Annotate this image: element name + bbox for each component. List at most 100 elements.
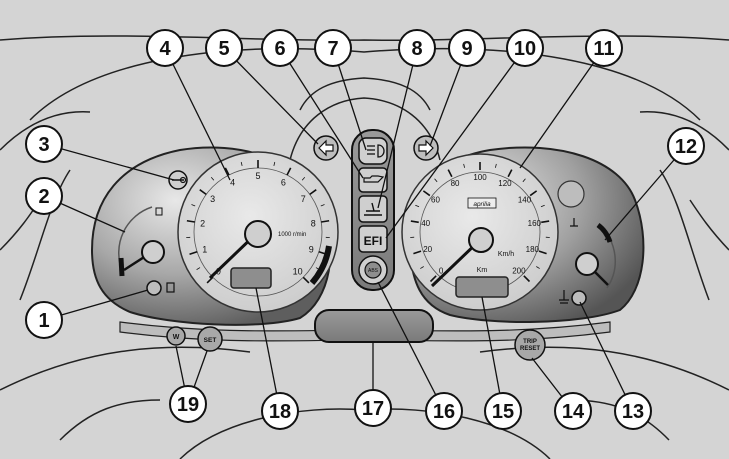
- mode-button[interactable]: W: [166, 326, 186, 346]
- callout-6: 6: [261, 29, 299, 67]
- tach-tick: [186, 219, 195, 223]
- speed-label: 180: [526, 245, 540, 254]
- svg-text:RESET: RESET: [520, 346, 540, 352]
- odometer-lcd: [455, 276, 509, 298]
- tach-hub: [244, 220, 272, 248]
- tach-label: 10: [293, 267, 303, 277]
- speed-label: 80: [451, 179, 460, 188]
- oil-pressure-light: [358, 167, 388, 193]
- callout-16: 16: [425, 392, 463, 430]
- tach-lcd: [230, 267, 272, 289]
- tach-label: 7: [301, 194, 306, 204]
- svg-text:3: 3: [38, 134, 49, 156]
- callout-17: 17: [354, 389, 392, 427]
- speed-tick: [541, 220, 550, 224]
- speed-label: 20: [423, 245, 432, 254]
- coolant-warning-light: [571, 290, 587, 306]
- callout-15: 15: [484, 392, 522, 430]
- fuel-reserve-light: [146, 280, 162, 296]
- speed-label: 100: [473, 173, 487, 182]
- speed-label: 200: [512, 267, 526, 276]
- callout-8: 8: [398, 29, 436, 67]
- speed-label: 120: [498, 179, 512, 188]
- tach-label: 5: [255, 171, 260, 181]
- speed-tick: [507, 169, 513, 178]
- speed-tick: [447, 169, 453, 178]
- callout-9: 9: [448, 29, 486, 67]
- speed-tick: [410, 220, 419, 224]
- svg-text:5: 5: [218, 38, 229, 60]
- tach-label: 1: [202, 244, 207, 254]
- tach-unit: 1000 r/min: [278, 232, 306, 238]
- tach-tick: [302, 276, 310, 284]
- callout-14: 14: [554, 392, 592, 430]
- svg-text:4: 4: [159, 38, 171, 60]
- brand-label: aprilia: [473, 201, 491, 208]
- svg-text:8: 8: [411, 38, 422, 60]
- svg-text:SET: SET: [204, 337, 217, 344]
- brand-badge: [467, 197, 497, 209]
- svg-text:18: 18: [269, 401, 291, 423]
- tach-tick: [273, 161, 276, 166]
- speed-label: 140: [518, 195, 532, 204]
- callout-12: 12: [667, 127, 705, 165]
- speed-tick: [415, 204, 420, 208]
- fuel-icon: [155, 207, 163, 216]
- speed-tick: [463, 163, 465, 168]
- trip-reset-button[interactable]: TRIP RESET: [514, 329, 546, 361]
- tach-tick: [240, 161, 243, 166]
- speed-tick: [429, 275, 437, 283]
- set-button[interactable]: SET: [197, 326, 223, 352]
- indicator-blank: [557, 180, 585, 208]
- svg-text:TRIP: TRIP: [523, 339, 537, 345]
- tach-label: 6: [281, 177, 286, 187]
- svg-text:1: 1: [38, 310, 49, 332]
- tach-tick: [196, 267, 201, 270]
- speed-tick: [420, 266, 424, 269]
- speed-tick: [529, 190, 538, 197]
- tach-tick: [199, 189, 207, 196]
- speed-tick: [434, 178, 438, 183]
- svg-text:14: 14: [562, 401, 585, 423]
- svg-text:6: 6: [274, 38, 285, 60]
- speed-unit: Km/h: [498, 251, 514, 258]
- svg-text:10: 10: [514, 38, 536, 60]
- efi-label: EFI: [364, 234, 383, 248]
- tach-label: 8: [311, 218, 316, 228]
- speed-tick-marks: [410, 162, 550, 283]
- speed-tick: [540, 204, 545, 208]
- tach-tick: [286, 167, 292, 176]
- coolant-icon: [559, 290, 569, 304]
- high-beam-light: [358, 137, 388, 165]
- callout-19: 19: [169, 385, 207, 423]
- callout-7: 7: [314, 29, 352, 67]
- speed-label: 60: [431, 195, 440, 204]
- speed-label: 40: [421, 219, 430, 228]
- speed-tick: [422, 190, 431, 197]
- svg-text:9: 9: [461, 38, 472, 60]
- callout-3: 3: [25, 125, 63, 163]
- tachometer: 012345678910 1000 r/min: [177, 151, 339, 313]
- callout-1: 1: [25, 301, 63, 339]
- abs-label: ABS: [368, 268, 379, 274]
- callout-18: 18: [261, 392, 299, 430]
- tach-label: 2: [200, 218, 205, 228]
- svg-text:11: 11: [593, 38, 614, 60]
- svg-text:7: 7: [327, 38, 338, 60]
- tach-tick: [309, 189, 317, 196]
- fuel-pump-icon: [166, 282, 175, 293]
- speed-tick: [413, 250, 422, 255]
- callout-4: 4: [146, 29, 184, 67]
- efi-light: [358, 225, 388, 253]
- tach-tick: [224, 167, 230, 176]
- svg-text:17: 17: [362, 398, 384, 420]
- svg-text:W: W: [173, 334, 180, 341]
- svg-text:2: 2: [38, 186, 49, 208]
- svg-text:13: 13: [622, 401, 644, 423]
- callout-5: 5: [205, 29, 243, 67]
- tach-tick: [320, 204, 325, 207]
